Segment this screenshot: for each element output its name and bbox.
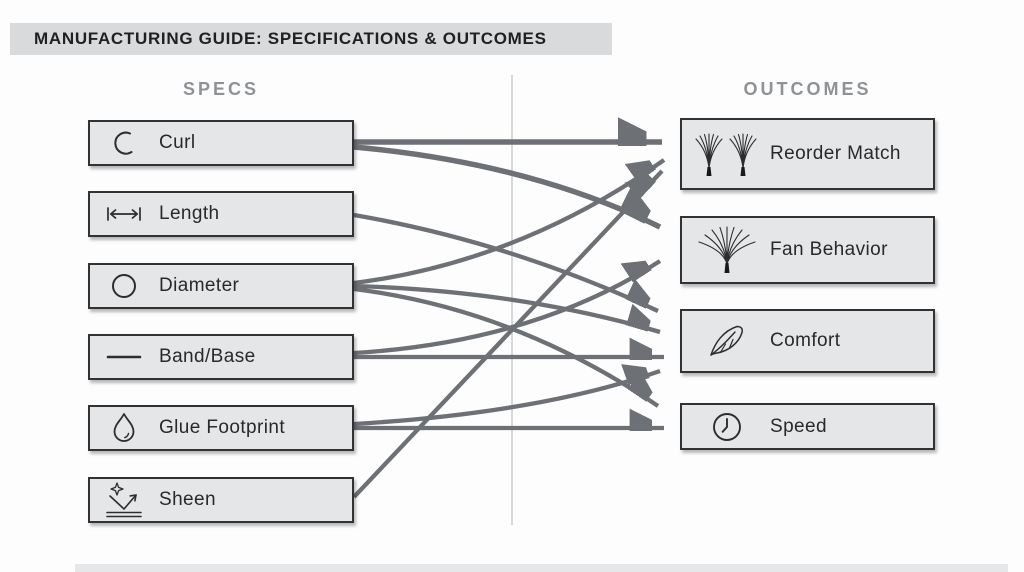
glue-drop-icon [104, 412, 144, 444]
sheen-sparkle-icon [104, 482, 144, 518]
spec-box-diameter: Diameter [88, 263, 354, 309]
arrow-curl-to-fan-behavior [353, 144, 662, 230]
diameter-icon [104, 272, 144, 300]
arrow-diameter-to-comfort [353, 283, 661, 335]
spec-label-diameter: Diameter [159, 275, 240, 296]
page-title: MANUFACTURING GUIDE: SPECIFICATIONS & OU… [34, 29, 547, 48]
bottom-edge-artifact [75, 564, 1008, 572]
outcome-box-reorder-match: Reorder Match [680, 118, 935, 190]
double-lash-fan-icon [694, 131, 760, 177]
feather-icon [694, 322, 760, 360]
outcome-box-fan-behavior: Fan Behavior [680, 216, 935, 284]
clock-icon [694, 411, 760, 443]
spec-label-length: Length [159, 203, 220, 224]
outcome-label-speed: Speed [770, 415, 827, 437]
spec-box-glue-footprint: Glue Footprint [88, 405, 354, 451]
spec-label-glue-footprint: Glue Footprint [159, 417, 285, 438]
arrow-length-to-comfort [353, 212, 659, 313]
outcome-label-reorder-match: Reorder Match [770, 143, 901, 164]
spec-label-band-base: Band/Base [159, 346, 256, 367]
arrow-band-base-to-fan-behavior [353, 261, 662, 356]
spec-label-sheen: Sheen [159, 489, 216, 510]
outcome-box-speed: Speed [680, 403, 935, 450]
title-bar: MANUFACTURING GUIDE: SPECIFICATIONS & OU… [10, 23, 612, 55]
outcomes-column-header: OUTCOMES [743, 79, 872, 99]
spec-box-curl: Curl [88, 120, 354, 166]
outcome-label-fan-behavior: Fan Behavior [770, 239, 888, 260]
specs-column-header: SPECS [182, 79, 260, 99]
band-base-icon [104, 352, 144, 362]
curl-icon [104, 129, 144, 157]
arrow-sheen-to-reorder-match [352, 171, 664, 499]
spec-box-length: Length [88, 191, 354, 237]
spec-box-band-base: Band/Base [88, 334, 354, 380]
lash-fan-icon [694, 226, 760, 274]
length-icon [104, 203, 144, 225]
outcome-label-comfort: Comfort [770, 330, 841, 351]
outcome-box-comfort: Comfort [680, 309, 935, 373]
arrow-diameter-to-reorder-match [353, 160, 666, 286]
arrow-glue-footprint-to-comfort [353, 371, 661, 427]
spec-label-curl: Curl [159, 132, 196, 153]
spec-box-sheen: Sheen [88, 477, 354, 523]
